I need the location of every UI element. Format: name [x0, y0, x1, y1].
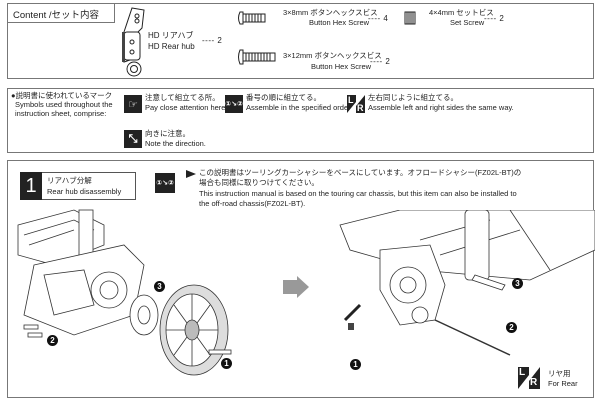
callout-3-left: 3	[154, 281, 165, 292]
lr-r-letter: R	[530, 377, 538, 388]
lr-l-letter: L	[348, 95, 354, 105]
set-screw-name-ja: 4×4mm セットビス	[429, 8, 494, 17]
callout-2-right: 2	[506, 322, 517, 333]
rear-hub-name-ja: HD リアハブ	[148, 31, 194, 40]
symbols-panel	[7, 88, 594, 153]
symbol-direction-ja: 向きに注意。	[145, 129, 190, 138]
symbols-intro-ja: ●説明書に使われているマーク	[11, 91, 113, 100]
lr-l-letter: L	[519, 367, 526, 378]
order-icon: ①↘②	[225, 95, 243, 113]
screw-3x12-qty: ---- 2	[370, 57, 391, 66]
screw-3x8-image	[238, 11, 266, 25]
step-note-ja-2: 場合も同様に取りつけてください。	[199, 178, 319, 187]
symbols-intro-en-2: instruction sheet, comprise:	[15, 109, 107, 118]
set-screw-qty: ---- 2	[484, 14, 505, 23]
rear-label-en: For Rear	[548, 379, 578, 388]
screw-3x8-name-en: Button Hex Screw	[309, 18, 370, 27]
rear-hub-part-image	[122, 7, 145, 77]
callout-2-left: 2	[47, 335, 58, 346]
screw-3x8-name-ja: 3×8mm ボタンヘックスビス	[283, 8, 378, 17]
callout-1-left: 1	[221, 358, 232, 369]
rear-hub-install-illustration	[339, 210, 595, 356]
screw-3x12-image	[238, 49, 276, 65]
rear-hub-name-en: HD Rear hub	[148, 42, 195, 51]
callout-1-right: 1	[350, 359, 361, 370]
symbols-intro-en-1: Symbols used throughout the	[15, 100, 113, 109]
direction-icon: ⤡	[124, 130, 142, 148]
symbol-order-ja: 番号の順に組立てる。	[246, 93, 321, 102]
set-screw-image	[404, 11, 416, 25]
set-screw-name-en: Set Screw	[450, 18, 485, 27]
rear-hub-qty: ---- 2	[202, 36, 223, 45]
symbol-attention-en: Pay close attention here!	[145, 103, 228, 112]
next-arrow-head	[297, 276, 309, 298]
symbol-order-en: Assemble in the specified order.	[246, 103, 353, 112]
screw-3x12-name-ja: 3×12mm ボタンヘックスビス	[283, 51, 382, 60]
callout-3-right: 3	[512, 278, 523, 289]
chassis-disassembly-illustration	[17, 209, 232, 376]
step-title-ja: リアハブ分解	[47, 176, 92, 185]
step-title-en: Rear hub disassembly	[47, 187, 122, 196]
step-number: 1	[20, 172, 42, 200]
symbol-attention-ja: 注意して組立てる所。	[145, 93, 220, 102]
pointing-hand-icon: ☞	[124, 95, 142, 113]
left-right-icon: L R	[347, 95, 365, 113]
screw-3x12-name-en: Button Hex Screw	[311, 62, 372, 71]
contents-title: Content /セット内容	[7, 3, 115, 23]
screw-3x8-qty: ---- 4	[368, 14, 389, 23]
step-note-ja-1: この説明書はツーリングカーシャシーをベースにしています。オフロードシャシー(FZ…	[199, 168, 522, 177]
step-note-en-1: This instruction manual is based on the …	[199, 189, 517, 198]
rear-label-ja: リヤ用	[548, 369, 571, 378]
next-arrow-icon	[283, 280, 297, 294]
step-note-en-2: the off-road chassis(FZ02L-BT).	[199, 199, 306, 208]
symbol-lr-ja: 左右同じように組立てる。	[368, 93, 458, 102]
order-icon: ①↘②	[155, 173, 175, 193]
pointer-arrow-icon	[186, 170, 196, 178]
symbol-lr-en: Assemble left and right sides the same w…	[368, 103, 514, 112]
lr-r-letter: R	[357, 103, 364, 113]
symbol-direction-en: Note the direction.	[145, 139, 206, 148]
left-right-icon: L R	[518, 367, 540, 389]
